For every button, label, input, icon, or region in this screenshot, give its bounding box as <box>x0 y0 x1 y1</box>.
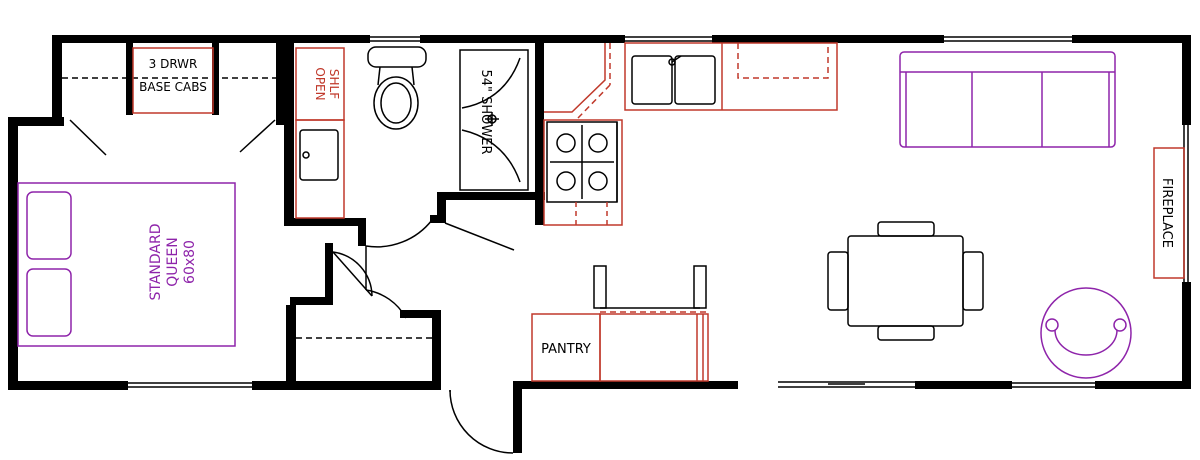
bath-door-jamb-2 <box>430 215 446 223</box>
kitchen-sink-left <box>631 55 673 105</box>
hall-closet-right-wall <box>432 310 441 390</box>
pillow-bottom <box>26 268 72 337</box>
shower-curve-bottom <box>461 129 521 183</box>
fireplace-label: FIREPLACE <box>1159 178 1174 248</box>
faucet <box>668 58 676 66</box>
burner-4 <box>588 171 608 191</box>
burner-2 <box>588 133 608 153</box>
dining-table <box>847 235 964 327</box>
armchair-arm-left <box>1045 318 1059 332</box>
closet-door <box>332 251 373 297</box>
bath-door <box>444 222 515 251</box>
closet-door-right <box>239 119 276 153</box>
base-cabs-label-1: 3 DRWR <box>149 57 198 71</box>
upper-cab-dash-2 <box>577 84 611 119</box>
kitchen-bottom-wall <box>520 381 738 389</box>
closet-left-wall <box>52 35 62 125</box>
vanity <box>295 119 345 219</box>
burner-1 <box>556 133 576 153</box>
bathroom: OPEN SHLF 54" SHOWER <box>295 46 529 251</box>
upper-cab-right <box>737 43 829 79</box>
bedroom-left-wall <box>8 117 18 390</box>
fridge-door-left <box>593 265 607 309</box>
sink-counter <box>624 42 838 111</box>
fridge-cabinet <box>599 313 709 382</box>
bed-label-3: 60x80 <box>182 240 198 284</box>
living: FIREPLACE <box>827 51 1185 379</box>
burner-3 <box>556 171 576 191</box>
bath-bottom-wall <box>284 218 366 226</box>
bedroom-bottom-wall-right <box>252 381 296 390</box>
top-wall-right <box>1072 35 1190 43</box>
chair-left <box>827 251 849 311</box>
hall-closet-top <box>325 243 333 303</box>
fireplace <box>1153 147 1185 279</box>
shower-curve-top <box>461 57 521 109</box>
kitchen-sink-right <box>674 55 716 105</box>
chair-right <box>962 251 984 311</box>
bedroom-bottom-wall-left <box>8 381 128 390</box>
top-wall-left <box>52 35 370 43</box>
kitchen: PANTRY <box>531 42 838 382</box>
closet-door-swing <box>332 251 373 297</box>
fridge-door-right <box>693 265 707 309</box>
closet-divider-left <box>126 43 133 115</box>
top-wall-bath <box>420 35 625 43</box>
sink-drain <box>302 151 310 159</box>
bath-door-jamb <box>437 192 446 220</box>
range-counter <box>543 119 623 226</box>
walls <box>8 35 1191 453</box>
shower-bottom-wall <box>437 192 545 200</box>
hall-stub-wall <box>358 218 366 246</box>
closet-right-wall <box>276 43 284 125</box>
toilet-bowl <box>373 76 419 130</box>
bedroom-door-swing <box>365 289 407 319</box>
chair-bottom <box>877 325 935 341</box>
entry-wall <box>513 381 522 453</box>
shower-label: 54" SHOWER <box>478 69 493 154</box>
bedroom-right-wall-low <box>286 305 296 390</box>
hall-door-swing <box>365 219 433 248</box>
top-wall-kitchen <box>712 35 944 43</box>
pantry-label: PANTRY <box>541 342 591 357</box>
base-cabs-label-2: BASE CABS <box>139 80 207 94</box>
bath-left-wall <box>284 43 294 226</box>
queen-bed <box>17 182 236 347</box>
open-shelf-label-1: OPEN <box>313 67 327 100</box>
sofa <box>899 51 1116 148</box>
open-shelf-label-2: SHLF <box>327 69 341 99</box>
closet-divider-right <box>212 43 219 115</box>
armchair-arm-right <box>1113 318 1127 332</box>
toilet-neck-2 <box>411 66 415 86</box>
right-wall-top <box>1182 35 1191 125</box>
hall-closet-bottom <box>290 297 333 305</box>
base-cabs <box>132 47 214 114</box>
living-bottom-wall-2 <box>1095 381 1190 389</box>
bath-sink <box>299 129 339 181</box>
bed-label-1: STANDARD <box>148 223 164 300</box>
toilet-tank <box>367 46 427 68</box>
shower-pan <box>459 49 529 191</box>
entry-door-swing <box>449 389 514 454</box>
bedroom-top-left-wall <box>8 117 64 126</box>
living-bottom-wall-1 <box>915 381 1012 389</box>
armchair-seat <box>1054 329 1118 356</box>
hall-closet-right <box>400 310 440 318</box>
bedroom: 3 DRWR BASE CABS STANDARD QUEEN 60x80 <box>17 47 276 347</box>
bath-right-wall <box>535 43 544 225</box>
faucet-spout <box>671 55 682 63</box>
kitchen-counter-outline <box>544 43 606 113</box>
bed-label-2: QUEEN <box>165 237 181 286</box>
toilet-seat <box>380 82 412 124</box>
pillow-top <box>26 191 72 260</box>
toilet-neck-1 <box>377 66 381 86</box>
right-wall-bottom <box>1182 282 1191 389</box>
armchair <box>1040 287 1132 379</box>
closet-door-left <box>69 119 107 156</box>
hall <box>296 219 514 454</box>
chair-top <box>877 221 935 237</box>
hall-closet-bottom-wall <box>286 381 441 390</box>
